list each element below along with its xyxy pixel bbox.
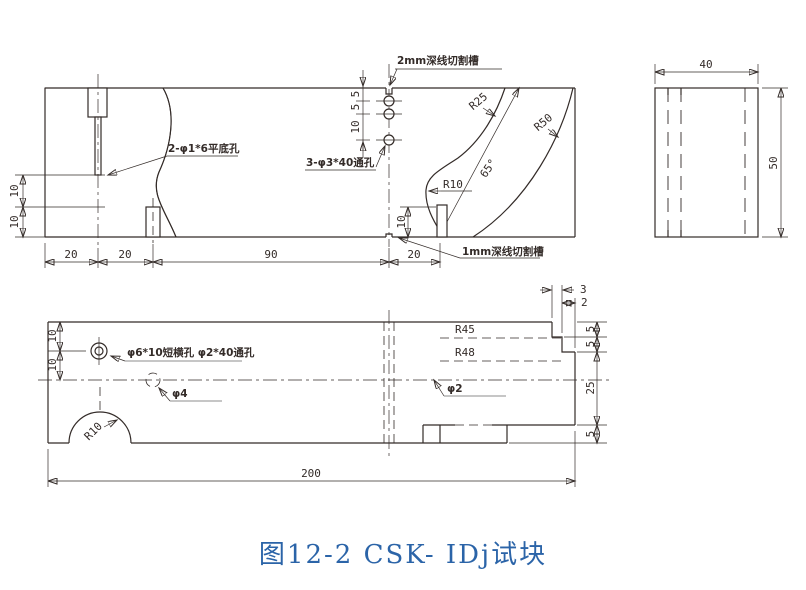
end-view-outline bbox=[654, 87, 759, 238]
dim-25: 25 bbox=[584, 381, 597, 394]
label-side-holes: φ6*10短横孔 φ2*40通孔 bbox=[127, 346, 255, 359]
dim-10-left-lower: 10 bbox=[8, 215, 21, 228]
dim-10-slot: 10 bbox=[395, 215, 408, 228]
dim-20-second: 20 bbox=[118, 248, 131, 261]
phi4-hole bbox=[145, 372, 161, 388]
label-through-holes: 3-φ3*40通孔 bbox=[306, 156, 375, 169]
dim-50: 50 bbox=[767, 156, 780, 169]
slot-r10 bbox=[436, 204, 448, 238]
label-r10-top: R10 bbox=[443, 178, 463, 191]
r10-notch-arc bbox=[68, 411, 132, 444]
dim-40: 40 bbox=[699, 58, 712, 71]
dim-2: 2 bbox=[581, 296, 588, 309]
dim-5-lower: 5 bbox=[349, 104, 362, 111]
label-groove-1mm: 1mm深线切割槽 bbox=[462, 245, 544, 258]
step-notch bbox=[551, 322, 575, 353]
label-phi2: φ2 bbox=[447, 383, 463, 395]
label-r10-bottom: R10 bbox=[82, 420, 105, 443]
label-r25: R25 bbox=[467, 90, 491, 113]
label-phi4: φ4 bbox=[172, 388, 188, 400]
profile-curve-inner bbox=[425, 87, 506, 234]
label-groove-2mm: 2mm深线切割槽 bbox=[397, 54, 479, 67]
dim-5-right-2: 5 bbox=[584, 341, 597, 348]
dim-10-left-upper: 10 bbox=[8, 184, 21, 197]
bottom-view: φ6*10短横孔 φ2*40通孔 10 10 φ4 R10 R45 R48 φ2… bbox=[38, 283, 612, 487]
dim-10-holes: 10 bbox=[349, 120, 362, 133]
dim-5-upper: 5 bbox=[349, 91, 362, 98]
label-angle-65: 65° bbox=[477, 156, 499, 180]
end-view: 40 50 bbox=[654, 58, 788, 238]
label-r50: R50 bbox=[532, 111, 556, 134]
dim-90: 90 bbox=[264, 248, 277, 261]
dim-200: 200 bbox=[301, 467, 321, 480]
dim-10-bottom-upper: 10 bbox=[46, 329, 59, 342]
label-r48: R48 bbox=[455, 346, 475, 359]
dim-5-right-3: 5 bbox=[584, 431, 597, 438]
dim-5-right-1: 5 bbox=[584, 326, 597, 333]
dim-10-bottom-lower: 10 bbox=[46, 358, 59, 371]
dim-3: 3 bbox=[580, 283, 587, 296]
counterbore-slot bbox=[87, 87, 108, 118]
profile-arc-outer bbox=[472, 87, 574, 238]
label-flat-bottom-holes: 2-φ1*6平底孔 bbox=[168, 142, 240, 155]
hatch-boundary-curve bbox=[155, 87, 177, 238]
figure-caption: 图12-2 CSK- IDj试块 bbox=[258, 540, 548, 570]
label-r45: R45 bbox=[455, 323, 475, 336]
top-section-view: 10 10 2-φ1*6平底孔 5 5 10 2mm深线切割槽 3-φ3*40通… bbox=[8, 54, 576, 268]
dim-20-first: 20 bbox=[64, 248, 77, 261]
dim-20-third: 20 bbox=[407, 248, 420, 261]
angle-65-line bbox=[440, 88, 519, 234]
